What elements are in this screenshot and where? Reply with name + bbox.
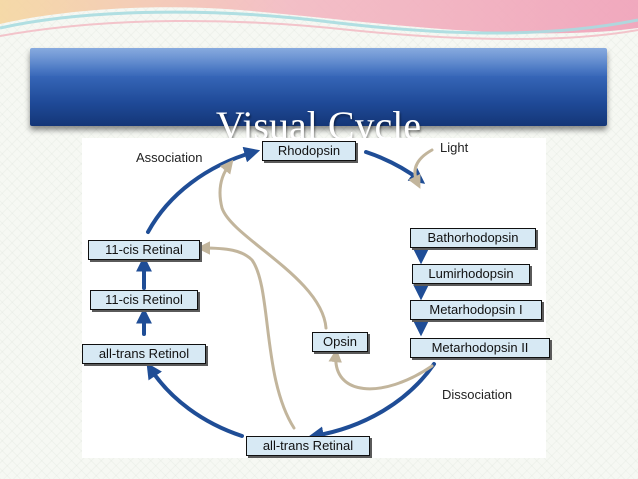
arrow-metarhodopsin-2-to-all-trans-retinal <box>307 362 436 443</box>
label-association: Association <box>136 150 203 165</box>
label-dissociation: Dissociation <box>442 387 513 402</box>
node-cis-retinal: 11-cis Retinal <box>88 240 200 260</box>
node-cis-retinol: 11-cis Retinol <box>90 290 198 310</box>
node-all-trans-retinol: all-trans Retinol <box>82 344 206 364</box>
arrow-all-trans-retinal-to-all-trans-retinol <box>146 362 244 438</box>
node-opsin: Opsin <box>312 332 368 352</box>
banner-shine <box>30 48 607 77</box>
label-light: Light <box>440 140 469 155</box>
arrow-rhodopsin-to-bathorhodopsin <box>364 150 426 184</box>
arrow-all-trans-retinal-to-cis-retinal <box>196 241 296 430</box>
node-lumirhodopsin: Lumirhodopsin <box>412 264 530 284</box>
node-rhodopsin: Rhodopsin <box>262 141 356 161</box>
node-bathorhodopsin: Bathorhodopsin <box>410 228 536 248</box>
arrow-cis-retinal-to-rhodopsin <box>146 146 261 234</box>
title-banner: Visual Cycle <box>30 48 607 148</box>
node-all-trans-retinal: all-trans Retinal <box>246 436 370 456</box>
arrow-dissociation-to-opsin <box>328 348 434 391</box>
arrow-light-to-bathorhodopsin <box>408 148 434 189</box>
visual-cycle-diagram: Rhodopsin Bathorhodopsin Lumirhodopsin M… <box>82 138 550 458</box>
top-decorative-swoosh <box>0 0 638 41</box>
node-metarhodopsin-1: Metarhodopsin I <box>410 300 542 320</box>
arrow-opsin-to-rhodopsin <box>218 159 328 330</box>
node-metarhodopsin-2: Metarhodopsin II <box>410 338 550 358</box>
